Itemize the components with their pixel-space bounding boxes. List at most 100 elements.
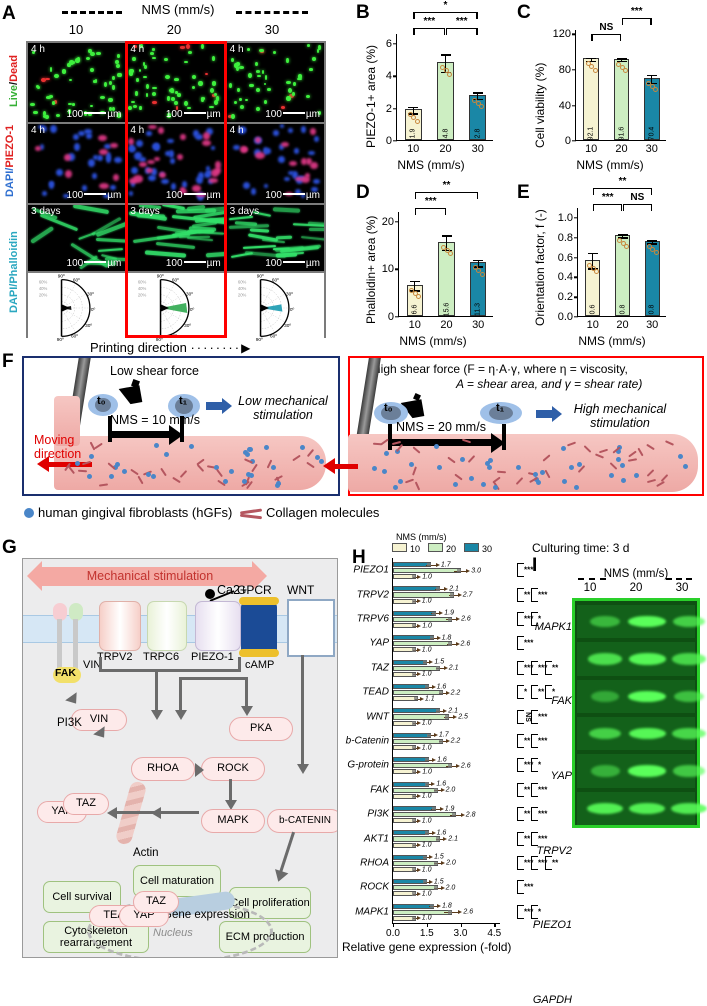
h-error-bar (413, 893, 418, 895)
gel-gene-label-PIEZO1: PIEZO1 (532, 919, 572, 932)
h-data-point (425, 782, 429, 786)
error-cap (646, 82, 657, 84)
low-shear-label: Low shear force (110, 364, 199, 378)
y-tick-label: 0 (385, 135, 392, 147)
y-tick-mark (393, 42, 397, 45)
h-significance-label: *** (524, 760, 534, 770)
error-cap (617, 237, 628, 239)
legend-collagen-label: Collagen molecules (265, 505, 380, 520)
h-data-point (411, 672, 416, 677)
h-significance-label: *** (538, 809, 548, 819)
significance-bracket (445, 28, 479, 35)
data-point (441, 244, 447, 250)
outcome-left-line1: Low mechanical (238, 394, 328, 408)
panel-h-letter: H (352, 547, 366, 568)
y-tick-label: 2 (385, 102, 392, 115)
h-error-cap (455, 763, 460, 768)
h-error-bar (413, 820, 418, 822)
hbar-value-G-protein-20: 2.6 (460, 762, 471, 770)
significance-bracket (592, 188, 653, 195)
y-tick-label: 0.2 (557, 291, 573, 304)
hbar-TAZ-30 (393, 659, 427, 665)
h-data-point (447, 764, 452, 768)
arrow-mapk-actin (151, 806, 199, 819)
h-data-point (425, 757, 429, 762)
panel-b-letter: B (356, 2, 370, 23)
h-significance-bracket (517, 611, 524, 627)
gene-label-b-Catenin: b-Catenin (345, 735, 389, 747)
h-error-cap (431, 830, 436, 835)
x-tick-label: 3.0 (453, 928, 468, 939)
x-tick-label: 20 (439, 143, 452, 155)
bar-value-label: 0.8 (648, 304, 656, 315)
error-cap (617, 234, 628, 236)
hbar-value-PI3K-10: 1.0 (421, 817, 432, 825)
data-point (619, 64, 625, 70)
h-significance-bracket (517, 733, 524, 749)
h-data-point (431, 611, 436, 616)
panel-i-title: NMS (mm/s) (603, 568, 669, 580)
gel-band (628, 802, 666, 814)
y-tick-mark (393, 75, 397, 77)
gel-band (628, 616, 666, 628)
h-error-cap (432, 757, 437, 762)
svg-text:20%: 20% (138, 293, 147, 298)
gel-band (628, 765, 666, 777)
gel-band (590, 616, 620, 628)
h-significance-label: * (538, 760, 542, 770)
data-point (587, 262, 593, 268)
svg-text:90º: 90º (157, 274, 164, 280)
hbar-G-protein-30 (393, 757, 429, 763)
hbar-AKT1-30 (393, 830, 429, 836)
row-label-dapi-piezo: DAPI/PIEZO-1 (4, 124, 16, 198)
error-cap (441, 235, 452, 237)
bar-value-label: 91.6 (618, 126, 625, 141)
data-point (444, 247, 450, 253)
h-error-cap (445, 690, 450, 695)
error-cap (440, 54, 451, 56)
bar-value-label: 0.6 (589, 304, 597, 315)
x-tick-label: 20 (440, 319, 453, 331)
node-pi3k-label: PI3K (57, 717, 82, 729)
svg-text:60º: 60º (172, 278, 179, 284)
gene-expression-label: Gene expression (163, 909, 250, 921)
svg-text:30º: 30º (85, 323, 92, 329)
h-error-cap (455, 641, 460, 646)
outcome-right-line2: stimulation (590, 416, 650, 431)
h-data-point (449, 593, 454, 597)
trpc6-label: TRPC6 (143, 651, 180, 663)
h-significance-bracket (531, 685, 538, 700)
hbar-value-TRPV6-20: 2.6 (461, 615, 471, 623)
gene-label-TRPV6: TRPV6 (356, 613, 389, 625)
significance-bracket (591, 34, 622, 41)
error-bar (414, 280, 416, 291)
significance-bracket (622, 204, 653, 211)
h-error-cap (443, 708, 448, 713)
h-significance-bracket (517, 709, 524, 724)
gpcr-body (241, 603, 277, 653)
cell-t1-right (480, 402, 522, 424)
y-tick-label: 6 (385, 37, 392, 50)
error-bar (592, 252, 594, 269)
h-data-point (447, 910, 452, 914)
h-error-cap (443, 666, 448, 671)
h-significance-bracket (545, 855, 552, 871)
node-taz-2: TAZ (133, 891, 179, 913)
arrow-to-pka (240, 677, 253, 716)
error-cap (647, 243, 658, 245)
legend-label-30: 30 (482, 544, 493, 554)
data-point (479, 104, 485, 109)
panel-a: A NMS (mm/s) 10 20 30 Live/Dead DAPI/PIE… (0, 0, 345, 355)
h-significance-bracket (517, 782, 524, 798)
error-cap (586, 57, 597, 59)
gene-label-ROCK: ROCK (360, 881, 389, 893)
arrow-rhoa-rock (195, 763, 204, 777)
panel-i-col-30: 30 (675, 582, 689, 594)
h-significance-bracket (545, 660, 552, 676)
bar-value-label: 70.4 (648, 126, 656, 141)
bar-value-label: 4.8 (442, 128, 449, 139)
moving-left-line2: direction (34, 446, 82, 461)
